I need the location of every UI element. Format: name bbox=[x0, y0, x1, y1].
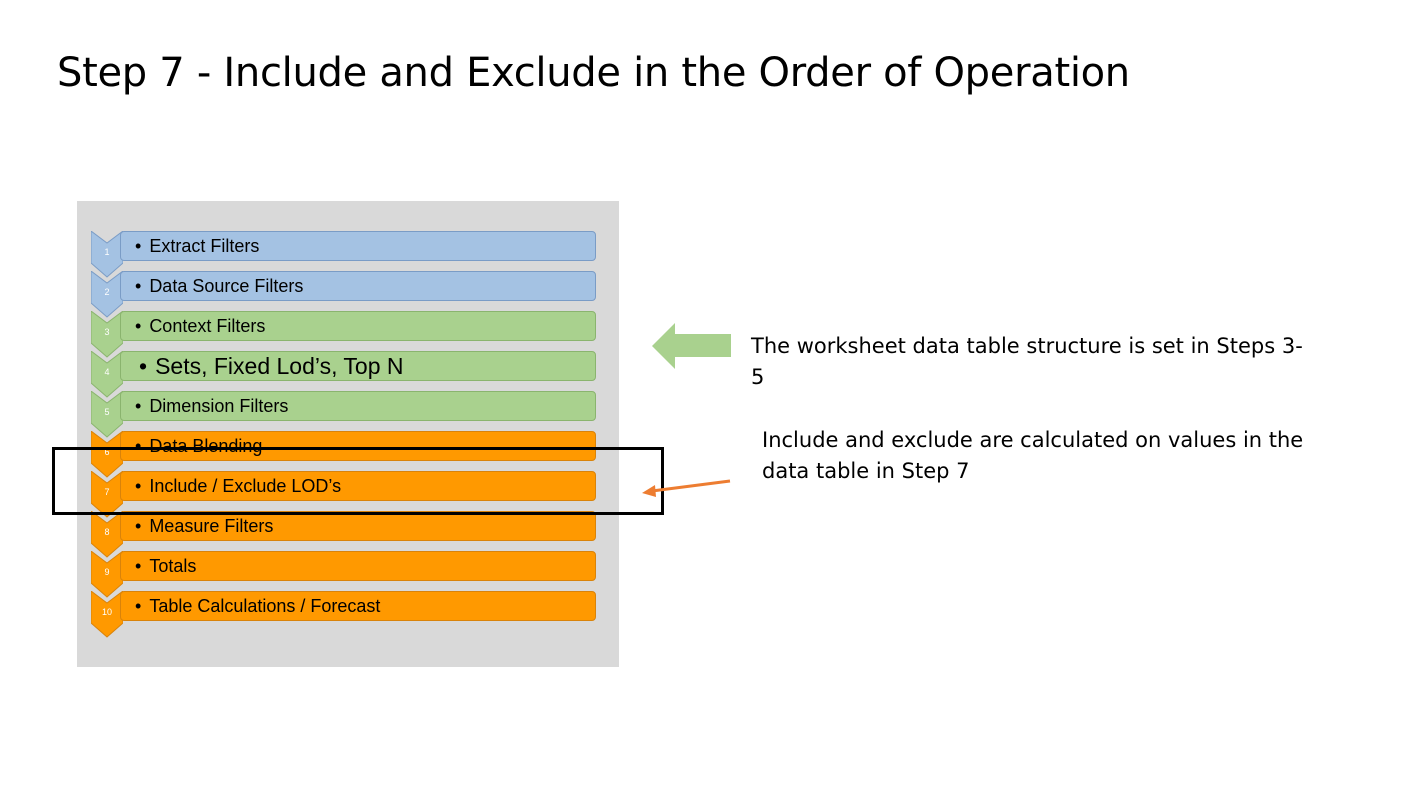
step-label: Dimension Filters bbox=[149, 395, 289, 416]
step-bar: • Table Calculations / Forecast bbox=[120, 591, 596, 621]
step-number: 10 bbox=[101, 607, 112, 617]
step-label: Sets, Fixed Lod’s, Top N bbox=[155, 352, 404, 379]
bullet-icon: • bbox=[139, 352, 148, 379]
include-exclude-note: Include and exclude are calculated on va… bbox=[762, 428, 1304, 483]
step-bar: • Context Filters bbox=[120, 311, 596, 341]
bullet-icon: • bbox=[135, 555, 142, 576]
step-chevron-icon bbox=[91, 471, 123, 518]
step-bar: • Include / Exclude LOD’s bbox=[120, 471, 596, 501]
step-chevron-icon bbox=[91, 391, 123, 438]
bullet-icon: • bbox=[135, 475, 142, 496]
step-label: Totals bbox=[149, 555, 197, 576]
bullet-icon: • bbox=[135, 275, 142, 296]
step-number: 3 bbox=[104, 327, 110, 337]
step-number: 5 bbox=[104, 407, 110, 417]
step-chevron-icon bbox=[91, 231, 123, 278]
bullet-icon: • bbox=[135, 235, 142, 256]
step-bar: • Data Source Filters bbox=[120, 271, 596, 301]
step-label: Data Source Filters bbox=[149, 275, 304, 296]
step-label: Data Blending bbox=[149, 435, 263, 456]
step-number: 1 bbox=[104, 247, 110, 257]
step-bar: • Totals bbox=[120, 551, 596, 581]
slide-title: Step 7 - Include and Exclude in the Orde… bbox=[57, 50, 1130, 96]
step-label: Table Calculations / Forecast bbox=[149, 595, 381, 616]
step-bar: • Extract Filters bbox=[120, 231, 596, 261]
step-label: Context Filters bbox=[149, 315, 266, 336]
step-number: 8 bbox=[104, 527, 110, 537]
step-number: 2 bbox=[104, 287, 110, 297]
step-bar: • Measure Filters bbox=[120, 511, 596, 541]
step-number: 6 bbox=[104, 447, 110, 457]
step-label: Extract Filters bbox=[149, 235, 260, 256]
structure-note: The worksheet data table structure is se… bbox=[751, 334, 1303, 389]
bullet-icon: • bbox=[135, 315, 142, 336]
step-chevron-icon bbox=[91, 271, 123, 318]
bullet-icon: • bbox=[135, 435, 142, 456]
step-number: 4 bbox=[104, 367, 110, 377]
step-chevron-icon bbox=[91, 551, 123, 598]
step-bar: • Dimension Filters bbox=[120, 391, 596, 421]
step-7-highlight-box bbox=[52, 447, 664, 515]
step-number: 9 bbox=[104, 567, 110, 577]
step-number: 7 bbox=[104, 487, 110, 497]
step-chevron-icon bbox=[91, 591, 123, 638]
step-chevron-icon bbox=[91, 431, 123, 478]
step-chevron-icon bbox=[91, 311, 123, 358]
step-label: Measure Filters bbox=[149, 515, 274, 536]
bullet-icon: • bbox=[135, 395, 142, 416]
step-chevron-icon bbox=[91, 351, 123, 398]
step-label: Include / Exclude LOD’s bbox=[149, 475, 342, 496]
step-bar: • Sets, Fixed Lod’s, Top N bbox=[120, 351, 596, 381]
step-bar: • Data Blending bbox=[120, 431, 596, 461]
bullet-icon: • bbox=[135, 595, 142, 616]
step-chevron-icon bbox=[91, 511, 123, 558]
bullet-icon: • bbox=[135, 515, 142, 536]
green-left-arrow-icon bbox=[652, 323, 731, 369]
